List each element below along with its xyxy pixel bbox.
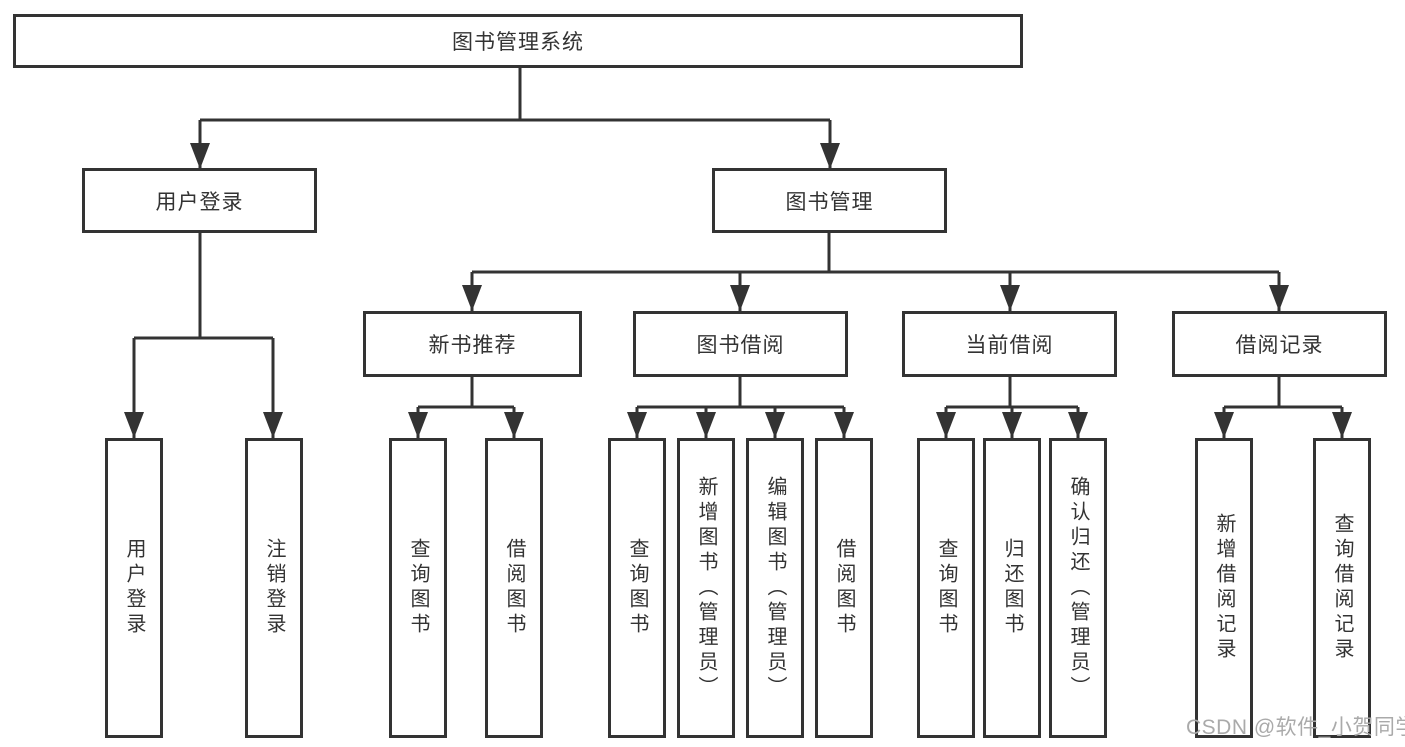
node-borrow-record-label: 借阅记录	[1235, 334, 1324, 357]
leaf-newbook-borrow-book: 借阅图书	[485, 438, 543, 738]
leaf-logout-label: 注销登录	[263, 538, 285, 638]
leaf-borrow-query-book: 查询图书	[608, 438, 666, 738]
node-new-book-recommend: 新书推荐	[363, 311, 582, 377]
leaf-record-query-record: 查询借阅记录	[1313, 438, 1371, 738]
leaf-record-query-record-label: 查询借阅记录	[1331, 513, 1353, 663]
watermark-text: CSDN @软件_小贺同学	[1186, 716, 1405, 739]
node-book-borrow-label: 图书借阅	[696, 334, 785, 357]
node-user-login: 用户登录	[82, 168, 317, 233]
node-current-borrow: 当前借阅	[902, 311, 1117, 377]
leaf-current-return-book-label: 归还图书	[1001, 538, 1023, 638]
leaf-user-login: 用户登录	[105, 438, 163, 738]
leaf-user-login-label: 用户登录	[123, 538, 145, 638]
leaf-record-add-record-label: 新增借阅记录	[1213, 513, 1235, 663]
node-user-login-label: 用户登录	[155, 190, 244, 214]
leaf-borrow-edit-book-admin-label: 编辑图书（管理员）	[764, 475, 786, 701]
leaf-newbook-query-book-label: 查询图书	[407, 538, 429, 638]
leaf-current-confirm-return-admin-label: 确认归还（管理员）	[1067, 475, 1089, 701]
node-book-borrow: 图书借阅	[633, 311, 848, 377]
leaf-borrow-borrow-book-label: 借阅图书	[833, 538, 855, 638]
arrowhead-icons	[124, 143, 1352, 438]
leaf-newbook-borrow-book-label: 借阅图书	[503, 538, 525, 638]
node-root-label: 图书管理系统	[452, 31, 584, 54]
leaf-borrow-borrow-book: 借阅图书	[815, 438, 873, 738]
node-root: 图书管理系统	[13, 14, 1023, 68]
leaf-current-query-book: 查询图书	[917, 438, 975, 738]
node-book-management: 图书管理	[712, 168, 947, 233]
leaf-current-query-book-label: 查询图书	[935, 538, 957, 638]
leaf-current-confirm-return-admin: 确认归还（管理员）	[1049, 438, 1107, 738]
leaf-borrow-query-book-label: 查询图书	[626, 538, 648, 638]
node-book-management-label: 图书管理	[785, 190, 874, 214]
connector-paths	[132, 68, 1344, 438]
node-borrow-record: 借阅记录	[1172, 311, 1387, 377]
leaf-borrow-add-book-admin-label: 新增图书（管理员）	[695, 475, 717, 701]
leaf-current-return-book: 归还图书	[983, 438, 1041, 738]
leaf-logout: 注销登录	[245, 438, 303, 738]
leaf-borrow-add-book-admin: 新增图书（管理员）	[677, 438, 735, 738]
leaf-borrow-edit-book-admin: 编辑图书（管理员）	[746, 438, 804, 738]
leaf-record-add-record: 新增借阅记录	[1195, 438, 1253, 738]
node-current-borrow-label: 当前借阅	[965, 334, 1054, 357]
node-new-book-recommend-label: 新书推荐	[428, 334, 517, 357]
leaf-newbook-query-book: 查询图书	[389, 438, 447, 738]
